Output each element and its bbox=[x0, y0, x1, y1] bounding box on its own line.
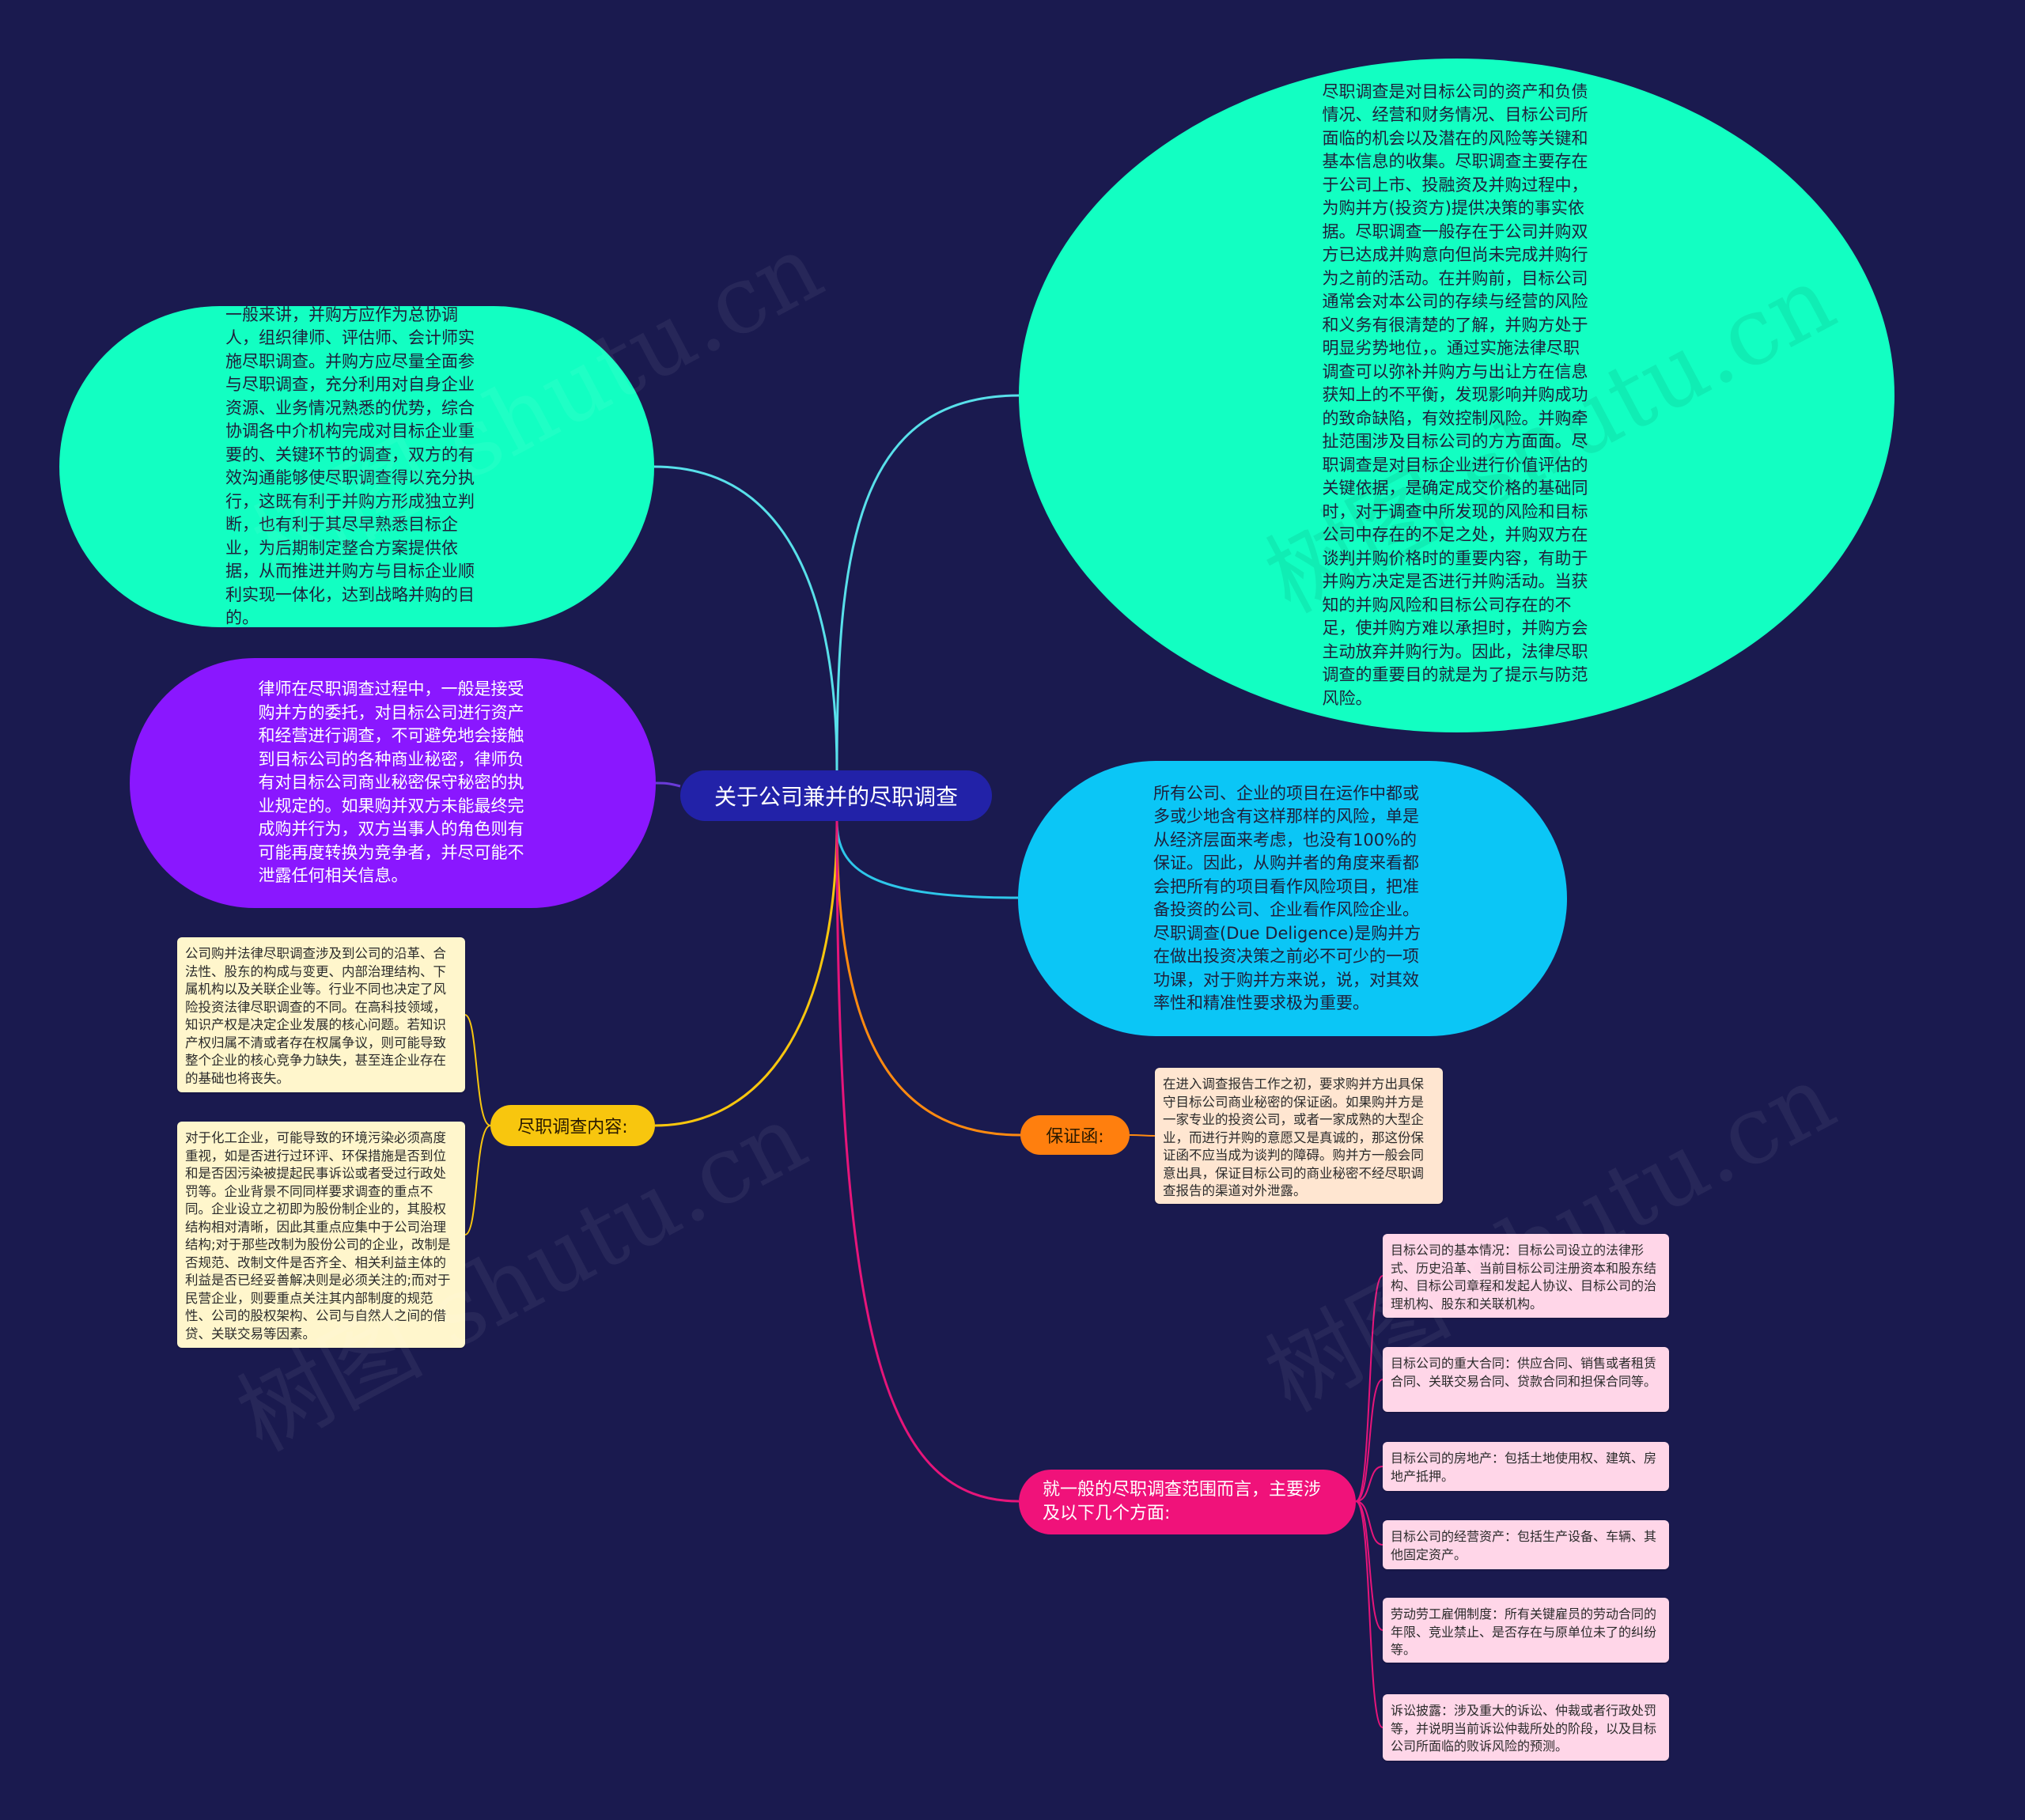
lawyer-text: 律师在尽职调查过程中，一般是接受购并方的委托，对目标公司进行资产和经营进行调查，… bbox=[258, 679, 524, 886]
link-lawyer bbox=[655, 781, 681, 788]
scope-item[interactable]: 目标公司的基本情况：目标公司设立的法律形式、历史沿革、当前目标公司注册资本和股东… bbox=[1383, 1234, 1669, 1318]
coordination-text: 一般来讲，并购方应作为总协调人，组织律师、评估师、会计师实施尽职调查。并购方应尽… bbox=[225, 305, 475, 628]
risk-text: 所有公司、企业的项目在运作中都或多或少地含有这样那样的风险，单是从经济层面来考虑… bbox=[1153, 783, 1421, 1013]
link-definition bbox=[835, 394, 1020, 771]
link-scope-item bbox=[1355, 1500, 1383, 1546]
guarantee-note-text: 在进入调查报告工作之初，要求购并方出具保守目标公司商业秘密的保证函。如果购并方是… bbox=[1163, 1076, 1424, 1198]
content-note[interactable]: 公司购并法律尽职调查涉及到公司的沿革、合法性、股东的构成与变更、内部治理结构、下… bbox=[177, 937, 465, 1092]
scope-item[interactable]: 目标公司的经营资产：包括生产设备、车辆、其他固定资产。 bbox=[1383, 1520, 1669, 1569]
scope-item-text: 劳动劳工雇佣制度：所有关键雇员的劳动合同的年限、竞业禁止、是否存在与原单位未了的… bbox=[1391, 1606, 1657, 1657]
link-scope-item bbox=[1355, 1275, 1383, 1502]
content-branch-label[interactable]: 尽职调查内容: bbox=[490, 1105, 655, 1146]
definition-text: 尽职调查是对目标公司的资产和负债情况、经营和财务情况、目标公司所面临的机会以及潜… bbox=[1322, 81, 1588, 708]
guarantee-branch-text: 保证函: bbox=[1046, 1127, 1104, 1147]
scope-branch-text: 就一般的尽职调查范围而言，主要涉及以下几个方面: bbox=[1043, 1480, 1322, 1523]
guarantee-note[interactable]: 在进入调查报告工作之初，要求购并方出具保守目标公司商业秘密的保证函。如果购并方是… bbox=[1155, 1068, 1443, 1204]
scope-item[interactable]: 诉讼披露：涉及重大的诉讼、仲裁或者行政处罚等，并说明当前诉讼仲裁所处的阶段，以及… bbox=[1383, 1694, 1669, 1761]
scope-item-text: 目标公司的经营资产：包括生产设备、车辆、其他固定资产。 bbox=[1391, 1529, 1657, 1562]
scope-item[interactable]: 目标公司的重大合同：供应合同、销售或者租赁合同、关联交易合同、贷款合同和担保合同… bbox=[1383, 1347, 1669, 1412]
guarantee-branch-label[interactable]: 保证函: bbox=[1020, 1115, 1130, 1155]
scope-item-text: 目标公司的重大合同：供应合同、销售或者租赁合同、关联交易合同、贷款合同和担保合同… bbox=[1391, 1356, 1657, 1389]
scope-item-text: 诉讼披露：涉及重大的诉讼、仲裁或者行政处罚等，并说明当前诉讼仲裁所处的阶段，以及… bbox=[1391, 1703, 1657, 1754]
scope-branch-label[interactable]: 就一般的尽职调查范围而言，主要涉及以下几个方面: bbox=[1019, 1470, 1356, 1534]
link-guarantee-note bbox=[1129, 1134, 1156, 1137]
content-note-text: 对于化工企业，可能导致的环境污染必须高度重视，如是否进行过环评、环保措施是否到位… bbox=[185, 1130, 451, 1341]
link-scope-item bbox=[1355, 1466, 1383, 1502]
central-topic[interactable]: 关于公司兼并的尽职调查 bbox=[680, 770, 992, 821]
link-scope-item bbox=[1355, 1500, 1383, 1728]
content-note-text: 公司购并法律尽职调查涉及到公司的沿革、合法性、股东的构成与变更、内部治理结构、下… bbox=[185, 946, 446, 1086]
content-note[interactable]: 对于化工企业，可能导致的环境污染必须高度重视，如是否进行过环评、环保措施是否到位… bbox=[177, 1122, 465, 1348]
link-risk bbox=[835, 820, 1019, 899]
definition-node[interactable]: 尽职调查是对目标公司的资产和负债情况、经营和财务情况、目标公司所面临的机会以及潜… bbox=[1019, 59, 1894, 732]
link-guarantee bbox=[835, 820, 1021, 1137]
link-content-note bbox=[464, 1125, 491, 1235]
central-topic-label: 关于公司兼并的尽职调查 bbox=[713, 784, 958, 810]
link-scope-item bbox=[1355, 1379, 1383, 1502]
link-content bbox=[654, 820, 838, 1127]
link-coordination bbox=[653, 465, 838, 771]
scope-item-text: 目标公司的基本情况：目标公司设立的法律形式、历史沿革、当前目标公司注册资本和股东… bbox=[1391, 1243, 1657, 1311]
risk-node[interactable]: 所有公司、企业的项目在运作中都或多或少地含有这样那样的风险，单是从经济层面来考虑… bbox=[1018, 761, 1567, 1036]
lawyer-node[interactable]: 律师在尽职调查过程中，一般是接受购并方的委托，对目标公司进行资产和经营进行调查，… bbox=[130, 658, 656, 908]
link-scope bbox=[835, 820, 1020, 1503]
scope-item[interactable]: 目标公司的房地产：包括土地使用权、建筑、房地产抵押。 bbox=[1383, 1442, 1669, 1491]
scope-item-text: 目标公司的房地产：包括土地使用权、建筑、房地产抵押。 bbox=[1391, 1451, 1657, 1484]
coordination-node[interactable]: 一般来讲，并购方应作为总协调人，组织律师、评估师、会计师实施尽职调查。并购方应尽… bbox=[59, 305, 654, 628]
content-branch-text: 尽职调查内容: bbox=[517, 1118, 628, 1137]
scope-item[interactable]: 劳动劳工雇佣制度：所有关键雇员的劳动合同的年限、竞业禁止、是否存在与原单位未了的… bbox=[1383, 1598, 1669, 1663]
link-content-note bbox=[464, 1014, 491, 1126]
link-scope-item bbox=[1355, 1500, 1383, 1631]
